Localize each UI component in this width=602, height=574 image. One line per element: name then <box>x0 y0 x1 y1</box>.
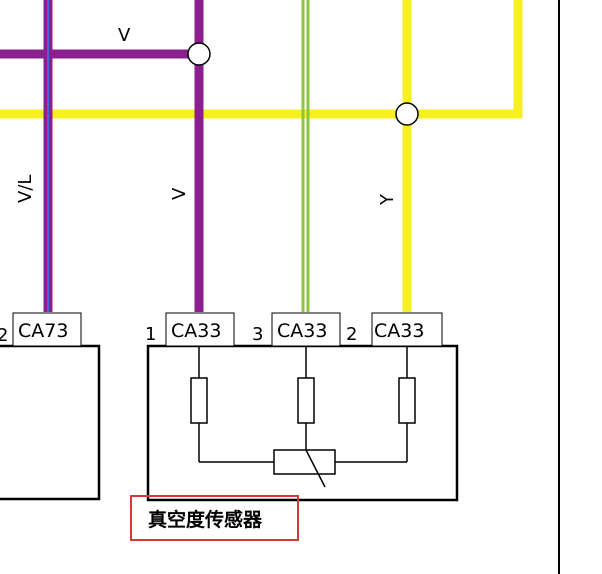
resistor-mid <box>297 377 315 424</box>
resistor-right <box>398 377 416 424</box>
junction-node-v <box>187 42 211 66</box>
connector-ca73: CA73 2 <box>0 312 82 347</box>
left-module-box <box>0 344 101 501</box>
connector-ca73-code: CA73 <box>18 320 68 342</box>
connector-ca33-pin1: CA33 1 <box>145 312 235 347</box>
connector-ca33-pin2-code: CA33 <box>374 320 424 342</box>
connector-ca33-pin3-num: 3 <box>252 324 263 345</box>
wire-label-v: V <box>118 25 131 46</box>
junction-node-y <box>395 102 419 126</box>
purple-v-wire <box>0 0 204 312</box>
connector-ca33-pin3: CA33 3 <box>252 312 341 347</box>
connector-ca73-pin: 2 <box>0 325 8 346</box>
yellow-wire <box>0 0 523 312</box>
green-wire <box>301 0 310 312</box>
variable-resistor-wiper <box>305 449 326 488</box>
sensor-internal-circuit <box>190 346 416 488</box>
component-name: 真空度传感器 <box>148 508 263 531</box>
connector-ca33-pin1-code: CA33 <box>171 320 221 342</box>
wire-label-vl: V/L <box>15 175 36 203</box>
connector-ca33-pin2-num: 2 <box>346 324 357 345</box>
wire-label-y: Y <box>377 193 398 206</box>
component-name-highlight <box>130 495 299 541</box>
wire-label-v-vertical: V <box>169 187 190 200</box>
connector-ca33-pin1-num: 1 <box>145 324 156 345</box>
variable-resistor <box>273 449 336 475</box>
connector-ca33-pin3-code: CA33 <box>277 320 327 342</box>
resistor-left <box>190 377 208 424</box>
connector-ca33-pin2: CA33 2 <box>346 312 443 347</box>
